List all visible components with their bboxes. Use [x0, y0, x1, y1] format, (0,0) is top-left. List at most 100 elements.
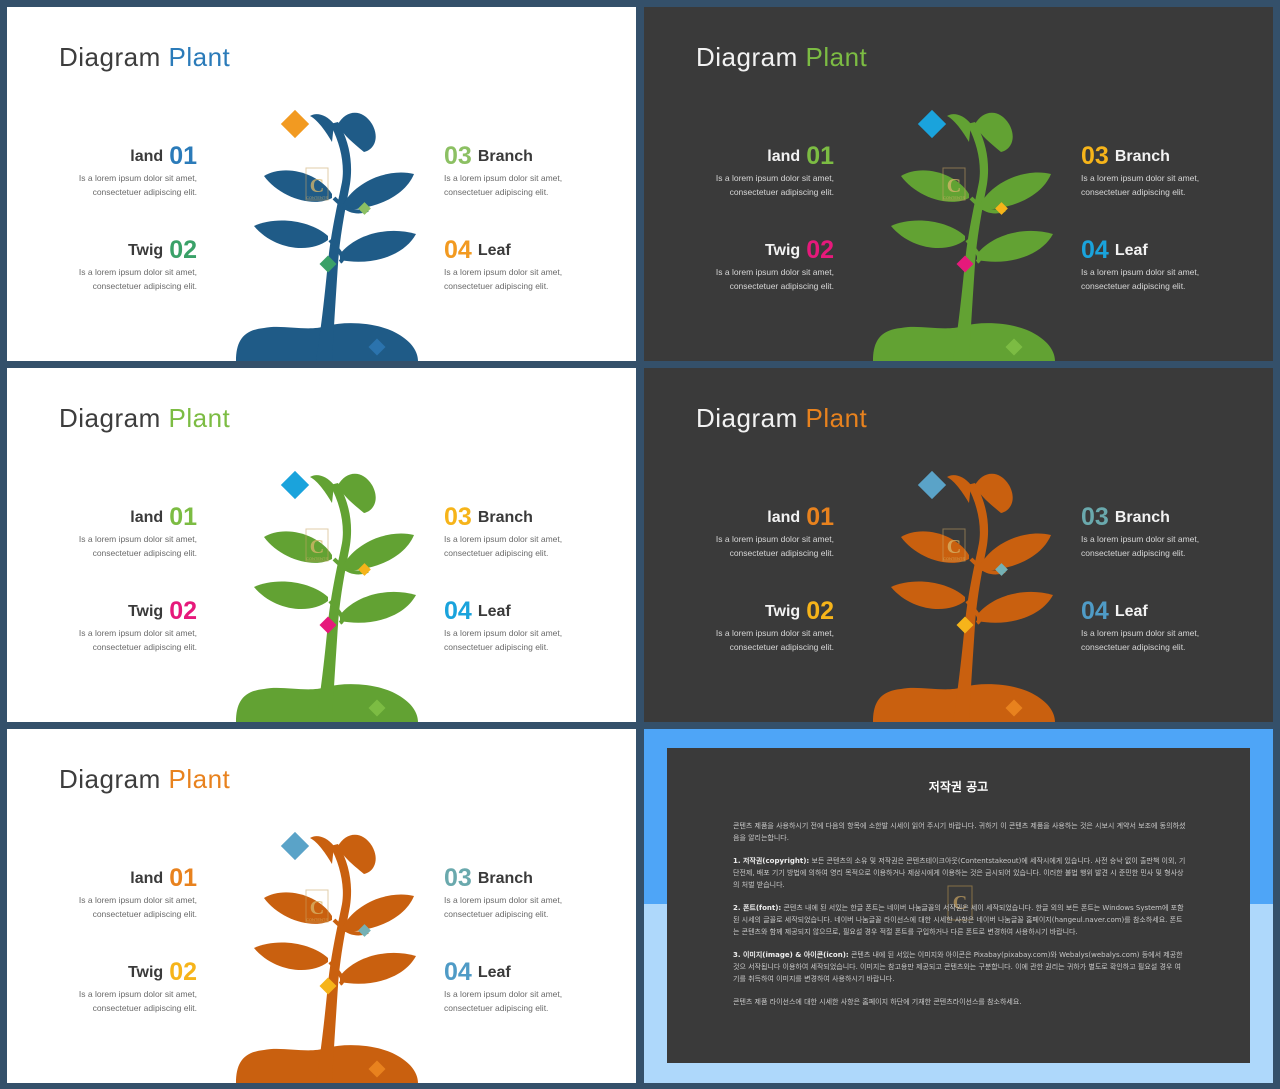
- title-accent: Plant: [805, 403, 868, 433]
- item-description: Is a lorem ipsum dolor sit amet,consecte…: [444, 989, 563, 1013]
- item-label: Leaf: [477, 603, 511, 620]
- item-number: 02: [169, 958, 197, 986]
- gem-marker-1: [917, 470, 947, 500]
- diagram-item-2: Twig 02 Is a lorem ipsum dolor sit amet,c…: [7, 234, 197, 293]
- item-number: 01: [169, 864, 197, 892]
- copyright-notice-slide[interactable]: 저작권 공고 C 콘텐츠 제품을 사용하시기 전에 다음의 항목에 소한발 시세…: [644, 729, 1273, 1083]
- item-number: 01: [169, 142, 197, 170]
- watermark-frame: [942, 167, 966, 201]
- item-label: Leaf: [477, 964, 511, 981]
- watermark-frame: [305, 167, 329, 201]
- item-number: 03: [444, 142, 472, 170]
- title-accent: Plant: [168, 403, 231, 433]
- title-main: Diagram: [696, 403, 798, 433]
- diagram-item-4: 04 Leaf Is a lorem ipsum dolor sit amet,c…: [1081, 595, 1261, 654]
- item-number: 02: [806, 236, 834, 264]
- item-number: 02: [169, 236, 197, 264]
- notice-section-image: 3. 이미지(image) & 아이콘(icon): 콘텐츠 내에 된 서있는 …: [733, 951, 1183, 983]
- plant-illustration: C CONTENTS: [236, 470, 418, 722]
- item-description: Is a lorem ipsum dolor sit amet,consecte…: [78, 267, 197, 291]
- item-number: 03: [444, 503, 472, 531]
- diagram-item-3: 03 Branch Is a lorem ipsum dolor sit amet…: [1081, 501, 1261, 560]
- item-description: Is a lorem ipsum dolor sit amet,consecte…: [444, 534, 563, 558]
- diagram-item-3: 03 Branch Is a lorem ipsum dolor sit amet…: [444, 501, 624, 560]
- item-description: Is a lorem ipsum dolor sit amet,consecte…: [715, 628, 834, 652]
- watermark-logo: C: [310, 536, 324, 558]
- item-label: Leaf: [1114, 603, 1148, 620]
- plant-illustration: C CONTENTS: [236, 831, 418, 1083]
- notice-title: 저작권 공고: [928, 780, 989, 794]
- title-accent: Plant: [805, 42, 868, 72]
- svg-text:CONTENTS: CONTENTS: [943, 556, 965, 561]
- notice-section-copyright: 1. 저작권(copyright): 보든 콘텐츠의 소유 및 저작권은 콘텐츠…: [733, 857, 1186, 889]
- item-number: 02: [806, 597, 834, 625]
- plant-illustration: C CONTENTS: [236, 109, 418, 361]
- item-number: 03: [1081, 503, 1109, 531]
- item-label: land: [130, 509, 164, 526]
- item-number: 02: [169, 597, 197, 625]
- slide-title: Diagram Plant: [59, 42, 230, 73]
- item-label: Branch: [477, 509, 533, 526]
- item-description: Is a lorem ipsum dolor sit amet,consecte…: [715, 267, 834, 291]
- slide-3[interactable]: Diagram Plant C CONTENTS land 01 Is a lor…: [7, 368, 636, 722]
- item-number: 01: [169, 503, 197, 531]
- item-description: Is a lorem ipsum dolor sit amet,consecte…: [444, 267, 563, 291]
- slide-5[interactable]: Diagram Plant C CONTENTS land 01 Is a lor…: [7, 729, 636, 1083]
- item-label: Branch: [1114, 509, 1170, 526]
- diagram-item-2: Twig 02 Is a lorem ipsum dolor sit amet,c…: [7, 956, 197, 1015]
- watermark-frame: [942, 528, 966, 562]
- gem-marker-2: [358, 202, 371, 215]
- watermark-logo: C: [310, 175, 324, 197]
- item-label: Twig: [127, 964, 164, 981]
- title-main: Diagram: [59, 403, 161, 433]
- item-description: Is a lorem ipsum dolor sit amet,consecte…: [1081, 628, 1200, 652]
- gem-marker-3: [319, 616, 337, 634]
- item-number: 04: [1081, 597, 1109, 625]
- watermark-logo: C: [310, 897, 324, 919]
- gem-marker-4: [368, 699, 386, 717]
- gem-marker-1: [280, 831, 310, 861]
- notice-box: 저작권 공고 C 콘텐츠 제품을 사용하시기 전에 다음의 항목에 소한발 시세…: [667, 748, 1250, 1063]
- gem-marker-1: [917, 109, 947, 139]
- watermark-frame: [305, 528, 329, 562]
- item-label: Branch: [477, 870, 533, 887]
- item-description: Is a lorem ipsum dolor sit amet,consecte…: [78, 989, 197, 1013]
- item-number: 04: [444, 236, 472, 264]
- gem-marker-3: [956, 255, 974, 273]
- item-description: Is a lorem ipsum dolor sit amet,consecte…: [715, 534, 834, 558]
- notice-intro: 콘텐츠 제품을 사용하시기 전에 다음의 항목에 소한발 시세이 읽어 주시기 …: [733, 822, 1186, 842]
- svg-text:CONTENTS: CONTENTS: [306, 556, 328, 561]
- gem-marker-4: [1005, 338, 1023, 356]
- item-label: Branch: [477, 148, 533, 165]
- item-label: Twig: [764, 242, 801, 259]
- item-description: Is a lorem ipsum dolor sit amet,consecte…: [444, 173, 563, 197]
- item-description: Is a lorem ipsum dolor sit amet,consecte…: [444, 895, 563, 919]
- item-label: land: [130, 870, 164, 887]
- slide-title: Diagram Plant: [696, 403, 867, 434]
- item-description: Is a lorem ipsum dolor sit amet,consecte…: [1081, 534, 1200, 558]
- item-label: Twig: [764, 603, 801, 620]
- svg-text:C: C: [953, 892, 967, 914]
- item-label: Twig: [127, 242, 164, 259]
- item-label: land: [767, 509, 801, 526]
- notice-body: 콘텐츠 제품을 사용하시기 전에 다음의 항목에 소한발 시세이 읽어 주시기 …: [733, 820, 1186, 1019]
- gem-marker-1: [280, 470, 310, 500]
- watermark-logo: C: [947, 536, 961, 558]
- item-description: Is a lorem ipsum dolor sit amet,consecte…: [78, 534, 197, 558]
- diagram-item-3: 03 Branch Is a lorem ipsum dolor sit amet…: [444, 140, 624, 199]
- notice-outro: 콘텐츠 제품 라이선스에 대한 시세한 사항은 홈페이지 하단에 기재한 콘텐츠…: [733, 998, 1022, 1006]
- svg-text:CONTENTS: CONTENTS: [943, 195, 965, 200]
- diagram-item-1: land 01 Is a lorem ipsum dolor sit amet,c…: [7, 501, 197, 560]
- slide-title: Diagram Plant: [59, 764, 230, 795]
- item-label: Leaf: [1114, 242, 1148, 259]
- gem-marker-3: [319, 977, 337, 995]
- item-description: Is a lorem ipsum dolor sit amet,consecte…: [444, 628, 563, 652]
